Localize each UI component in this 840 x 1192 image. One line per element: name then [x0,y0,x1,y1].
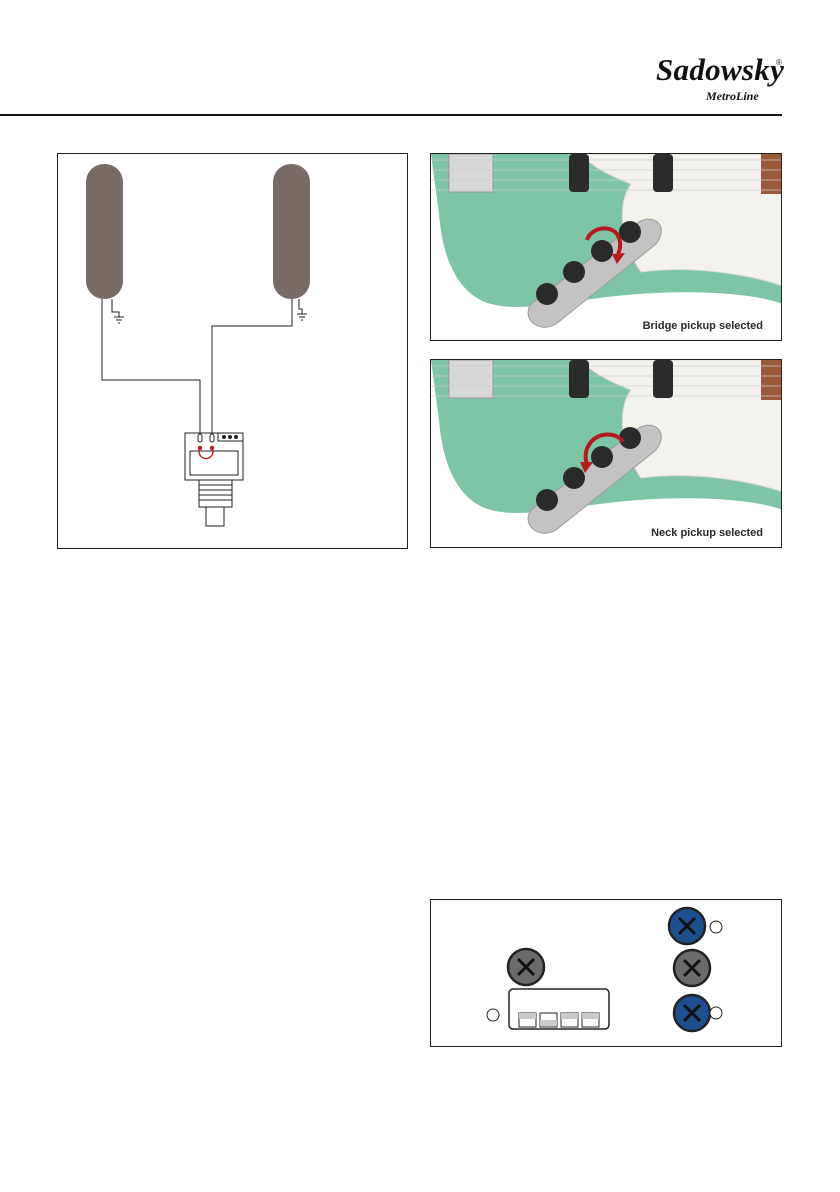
blue-knob-top [669,908,705,944]
neck-pickup-photo: Neck pickup selected [430,359,782,548]
bridge-ground-symbol [297,299,307,320]
indicator-circle-top-right [710,921,722,933]
neck-pickup-cover [653,360,673,398]
wiring-diagram [57,153,408,549]
indicator-circle-left [487,1009,499,1021]
bridge-pickup [273,164,310,299]
neck-caption: Neck pickup selected [647,526,767,540]
blend-knob [591,446,613,468]
blue-knob-bottom [674,995,710,1031]
control-layout-diagram [430,899,782,1047]
brand-name: Sadowsky [656,52,784,88]
registered-mark: ® [776,58,782,67]
indicator-circle-bottom-right [710,1007,722,1019]
neck-pickup [86,164,123,299]
bridge-pickup-cover [569,360,589,398]
gray-knob-middle [674,950,710,986]
pot-shaft [199,480,232,526]
gray-knob-left [508,949,544,985]
bridge-pickup-photo: Bridge pickup selected [430,153,782,341]
knob [563,261,585,283]
blend-pot [185,433,243,480]
brand-product-line: MetroLine [706,89,759,104]
neck-pickup-cover [653,154,673,192]
bridge-caption: Bridge pickup selected [639,319,767,333]
bridge-pickup-cover [569,154,589,192]
sadowsky-logo: Sadowsky ® MetroLine [650,52,790,108]
bridge-signal-wire [212,299,292,437]
blend-knob [591,240,613,262]
knob [563,467,585,489]
header-rule [0,114,782,116]
knob [536,489,558,511]
knob [619,221,641,243]
knob [536,283,558,305]
neck-ground-symbol [112,299,124,323]
dip-switch-block [509,989,609,1029]
